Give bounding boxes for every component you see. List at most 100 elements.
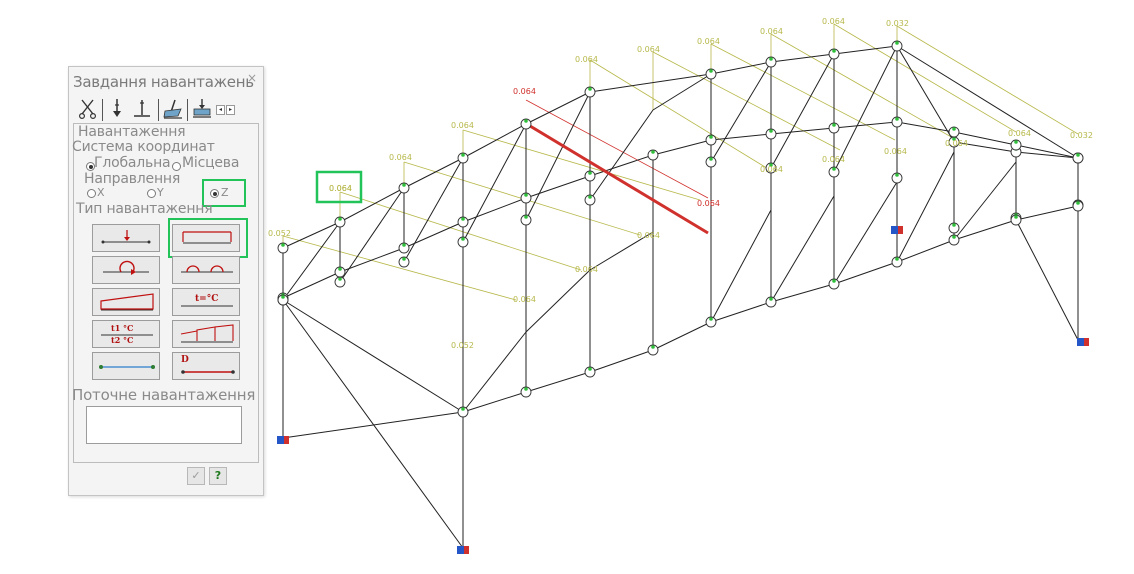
apply-button[interactable]: ✓	[187, 467, 205, 485]
direction-y-radio[interactable]	[147, 189, 156, 198]
top-chord-member	[589, 73, 712, 93]
truss-chord-member	[710, 301, 772, 323]
node-circle	[1010, 139, 1022, 151]
load-outline-line	[896, 25, 1079, 135]
node-circle	[584, 86, 596, 98]
truss-chord-member	[282, 299, 464, 413]
truss-chord-member	[770, 127, 835, 135]
node-circle	[277, 294, 289, 306]
load-toolbar: ◂ ▸	[75, 97, 261, 123]
diagonal-member	[1015, 219, 1079, 341]
node-circle	[1072, 200, 1084, 212]
diagonal-member	[589, 231, 654, 271]
direction-label: Направлення	[84, 171, 181, 187]
load-value-label: 0.064	[575, 265, 598, 274]
load-outline-line	[462, 129, 701, 201]
node-circle	[891, 256, 903, 268]
displacement-load-button[interactable]: D	[172, 352, 240, 380]
direction-x-label: X	[97, 186, 105, 199]
trapezoid-load-button[interactable]	[92, 288, 160, 316]
node-marker	[524, 193, 528, 197]
direction-z-label: Z	[221, 186, 229, 199]
node-circle	[765, 128, 777, 140]
node-marker	[651, 150, 655, 154]
temperature-uniform-button[interactable]: t=°C	[172, 288, 240, 316]
top-chord-member	[462, 123, 527, 159]
multi-trapezoid-load-icon	[180, 324, 234, 343]
cut-icon[interactable]	[77, 97, 99, 121]
point-load-icon[interactable]	[106, 97, 128, 121]
node-circle	[647, 344, 659, 356]
surface-load-icon[interactable]	[162, 97, 184, 121]
multi-trapezoid-load-button[interactable]	[172, 320, 240, 348]
node-circle	[705, 156, 717, 168]
truss-chord-member	[652, 321, 712, 351]
diagonal-member	[652, 73, 712, 111]
node-marker	[588, 171, 592, 175]
node-marker	[769, 163, 773, 167]
node-circle	[828, 122, 840, 134]
diagonal-member	[833, 45, 898, 173]
diagonal-member	[339, 187, 405, 283]
direction-z-radio[interactable]	[210, 189, 219, 198]
toolbar-scroll-right-icon[interactable]: ▸	[226, 105, 235, 115]
node-circle	[457, 406, 469, 418]
node-marker	[709, 69, 713, 73]
support-marker-fix	[898, 226, 903, 234]
member-load-icon[interactable]	[191, 97, 213, 121]
coord-global-radio[interactable]	[86, 162, 95, 171]
node-circle	[948, 234, 960, 246]
toolbar-scroll-left-icon[interactable]: ◂	[216, 105, 225, 115]
load-value-label: 0.064	[884, 147, 907, 156]
help-button[interactable]: ?	[209, 467, 227, 485]
direction-x-radio[interactable]	[87, 189, 96, 198]
coord-global-label: Глобальна	[94, 155, 171, 171]
current-load-field[interactable]	[86, 406, 242, 444]
truss-chord-member	[403, 221, 464, 249]
supports	[277, 226, 1089, 554]
support-load-icon[interactable]	[131, 97, 153, 121]
node-circle	[334, 216, 346, 228]
support-marker	[457, 546, 469, 554]
concentrated-force-button[interactable]	[92, 224, 160, 252]
node-marker	[402, 243, 406, 247]
node-marker	[832, 167, 836, 171]
diagonal-member	[770, 53, 835, 169]
load-settings-group: Навантаження Система координат Глобальна…	[72, 123, 259, 463]
node-circle	[705, 134, 717, 146]
support-marker-fix	[1084, 338, 1089, 346]
top-chord-member	[896, 45, 1079, 159]
distributed-moment-button[interactable]	[172, 256, 240, 284]
prestress-load-button[interactable]	[92, 352, 160, 380]
close-icon[interactable]: ×	[246, 71, 257, 85]
node-circle	[1072, 152, 1084, 164]
node-marker	[895, 117, 899, 121]
diagonal-member	[462, 123, 527, 243]
truss-chord-member	[710, 133, 772, 141]
node-marker	[1076, 201, 1080, 205]
node-marker	[461, 217, 465, 221]
truss-chord-member	[525, 175, 591, 199]
truss-chord-member	[589, 349, 654, 373]
truss-chord-member	[953, 131, 1017, 146]
node-marker	[769, 57, 773, 61]
concentrated-moment-icon	[103, 260, 149, 275]
node-circle	[828, 48, 840, 60]
diagonal-member	[462, 331, 527, 413]
truss-chord-member	[833, 121, 898, 129]
panel-title: Завдання навантажень	[73, 73, 254, 91]
support-marker	[1077, 338, 1089, 346]
load-value-label: 0.032	[1070, 131, 1093, 140]
load-value-label: 0.052	[451, 341, 474, 350]
node-marker	[281, 295, 285, 299]
coord-local-radio[interactable]	[172, 162, 181, 171]
concentrated-moment-button[interactable]	[92, 256, 160, 284]
uniform-load-button[interactable]	[172, 224, 240, 252]
selected-load-outline	[525, 99, 709, 199]
top-chord-member	[1015, 151, 1079, 159]
node-circle	[277, 242, 289, 254]
diagonal-member	[953, 161, 1017, 241]
